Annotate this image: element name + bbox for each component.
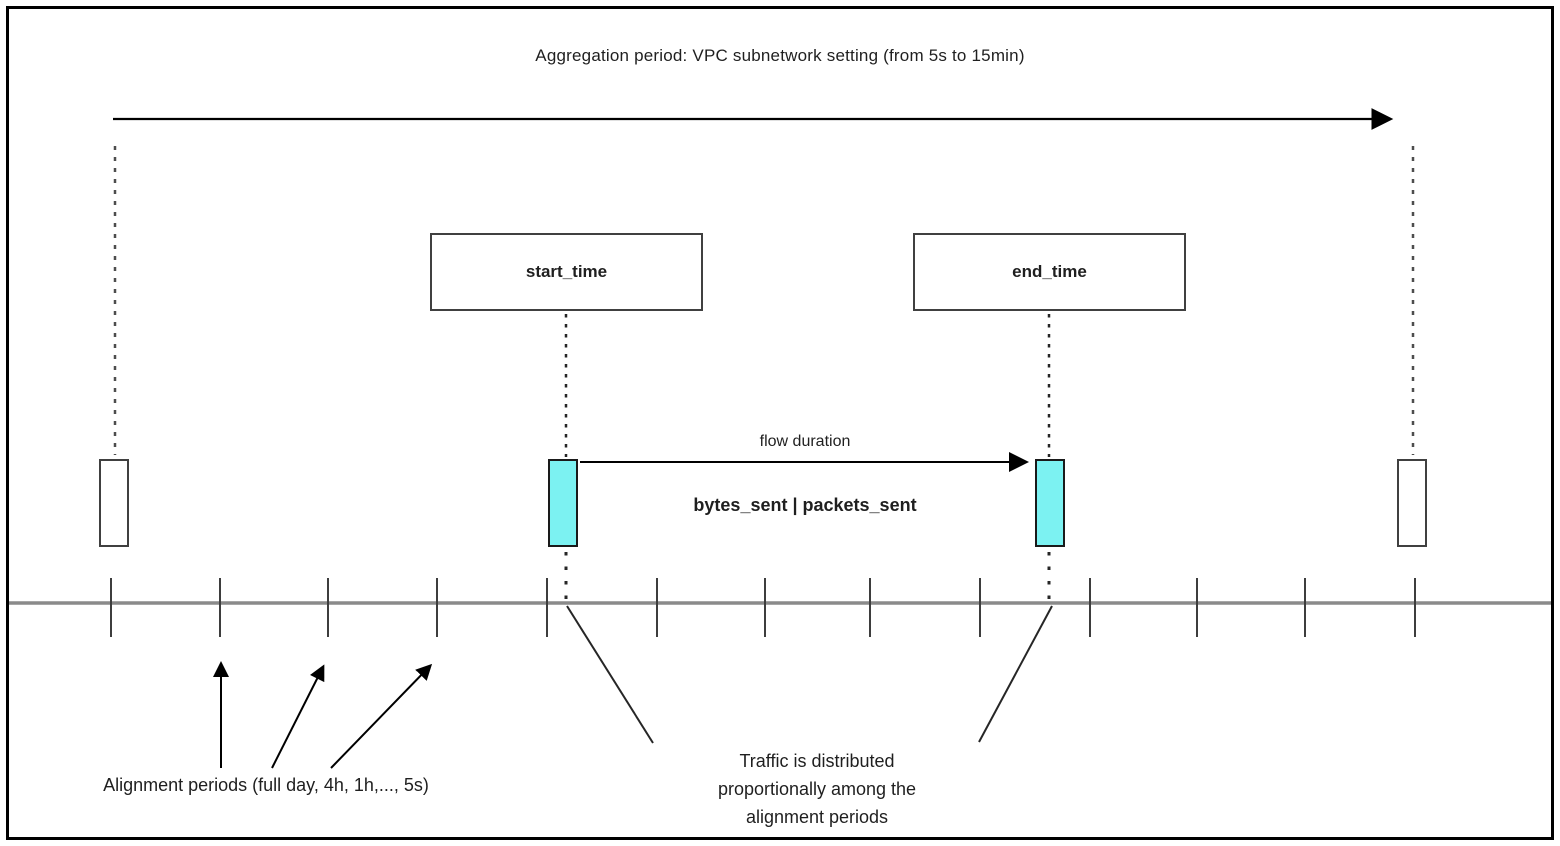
traffic-note-line-left (566, 605, 654, 744)
start-time-box: start_time (430, 233, 703, 311)
right-boundary-marker (1397, 459, 1427, 547)
flow-start-marker (548, 459, 578, 547)
start-time-label: start_time (525, 262, 608, 281)
alignment-arrow-3 (330, 663, 433, 769)
left-boundary-marker (99, 459, 129, 547)
end-time-label: end_time (1012, 262, 1087, 281)
metrics-label: bytes_sent | packets_sent (693, 495, 917, 515)
traffic-note-line-right (978, 605, 1053, 743)
flow-end-marker (1035, 459, 1065, 547)
diagram-title: Aggregation period: VPC subnetwork setti… (535, 46, 1025, 65)
alignment-periods-label: Alignment periods (full day, 4h, 1h,...,… (103, 775, 429, 795)
timeline-ticks (110, 578, 1416, 637)
end-time-box: end_time (913, 233, 1186, 311)
traffic-note-label: Traffic is distributed proportionally am… (717, 751, 917, 827)
alignment-arrow-2 (271, 664, 325, 769)
flow-duration-label: flow duration (759, 433, 851, 450)
